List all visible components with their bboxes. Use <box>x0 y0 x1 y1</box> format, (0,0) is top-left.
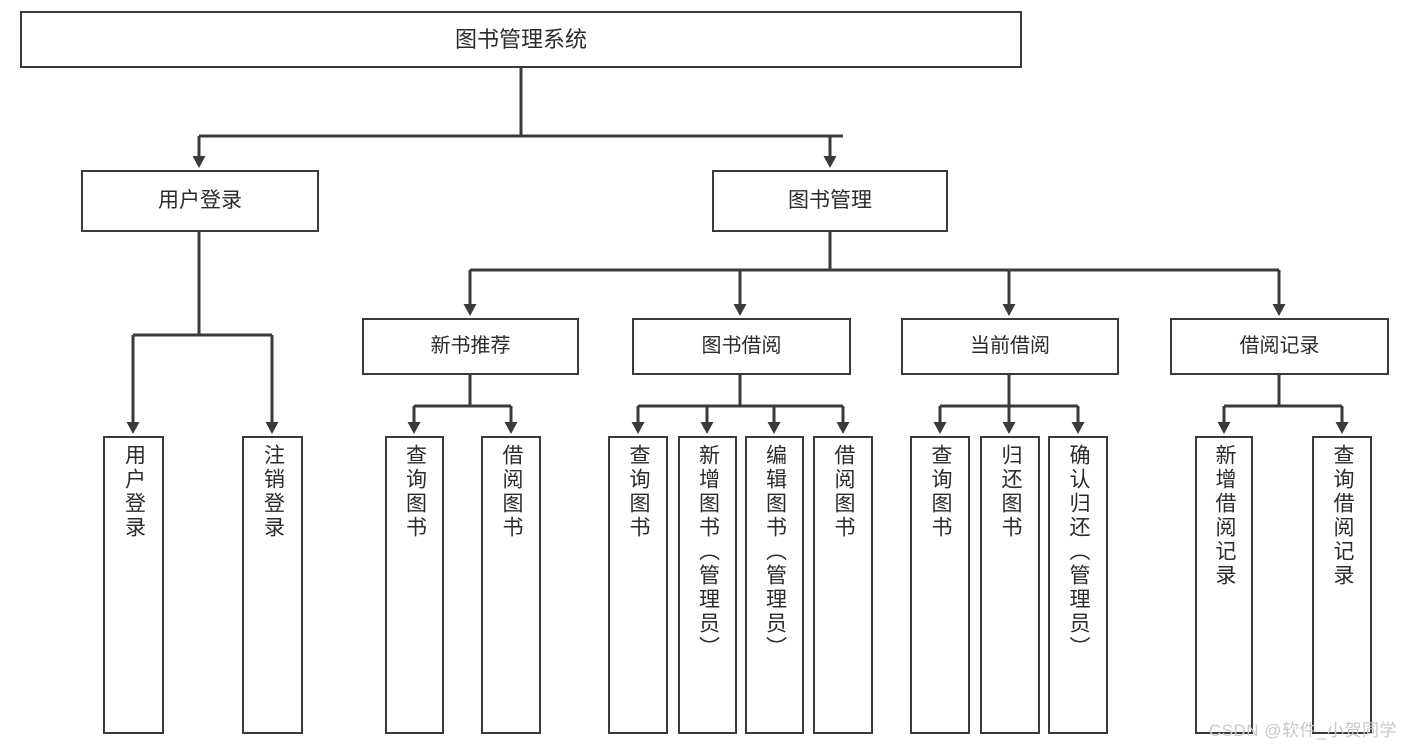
leaf-query-book-recommend[interactable]: 查询图书 <box>385 436 444 734</box>
node-new-book-recommend[interactable]: 新书推荐 <box>362 318 579 375</box>
leaf-query-borrow-record[interactable]: 查询借阅记录 <box>1312 436 1372 734</box>
leaf-add-book-admin[interactable]: 新增图书（管理员） <box>678 436 737 734</box>
node-book-borrow[interactable]: 图书借阅 <box>632 318 851 375</box>
node-book-management[interactable]: 图书管理 <box>712 170 948 232</box>
node-label: 查询借阅记录 <box>1331 444 1355 588</box>
node-label: 新书推荐 <box>430 334 511 357</box>
leaf-user-login[interactable]: 用户登录 <box>103 436 164 734</box>
node-borrow-record[interactable]: 借阅记录 <box>1170 318 1389 375</box>
node-label: 借阅图书 <box>500 444 524 540</box>
node-label: 确认归还（管理员） <box>1067 444 1091 660</box>
node-label: 借阅图书 <box>832 444 856 540</box>
node-label: 当前借阅 <box>970 334 1050 357</box>
node-label: 图书借阅 <box>701 334 782 357</box>
node-label: 图书管理 <box>788 188 872 212</box>
node-label: 新增图书（管理员） <box>696 444 720 660</box>
node-user-login[interactable]: 用户登录 <box>81 170 319 232</box>
node-label: 用户登录 <box>122 444 146 540</box>
leaf-edit-book-admin[interactable]: 编辑图书（管理员） <box>745 436 804 734</box>
node-label: 用户登录 <box>158 188 242 212</box>
leaf-borrow-book[interactable]: 借阅图书 <box>813 436 873 734</box>
node-label: 编辑图书（管理员） <box>763 444 787 660</box>
node-label: 查询图书 <box>403 444 427 540</box>
node-root-system[interactable]: 图书管理系统 <box>20 11 1022 68</box>
node-label: 归还图书 <box>999 444 1023 540</box>
leaf-query-book-borrow[interactable]: 查询图书 <box>608 436 668 734</box>
node-label: 注销登录 <box>261 444 285 540</box>
node-label: 新增借阅记录 <box>1213 444 1237 588</box>
leaf-add-borrow-record[interactable]: 新增借阅记录 <box>1195 436 1253 734</box>
node-current-borrow[interactable]: 当前借阅 <box>901 318 1119 375</box>
leaf-borrow-book-recommend[interactable]: 借阅图书 <box>481 436 541 734</box>
node-label: 查询图书 <box>929 444 953 540</box>
leaf-return-book[interactable]: 归还图书 <box>980 436 1040 734</box>
leaf-logout[interactable]: 注销登录 <box>242 436 303 734</box>
node-label: 借阅记录 <box>1239 334 1320 357</box>
leaf-query-book-current[interactable]: 查询图书 <box>910 436 970 734</box>
watermark: CSDN @软件_小贺同学 <box>1208 721 1397 740</box>
node-label: 查询图书 <box>627 444 651 540</box>
leaf-confirm-return-admin[interactable]: 确认归还（管理员） <box>1048 436 1108 734</box>
node-label: 图书管理系统 <box>454 26 587 52</box>
